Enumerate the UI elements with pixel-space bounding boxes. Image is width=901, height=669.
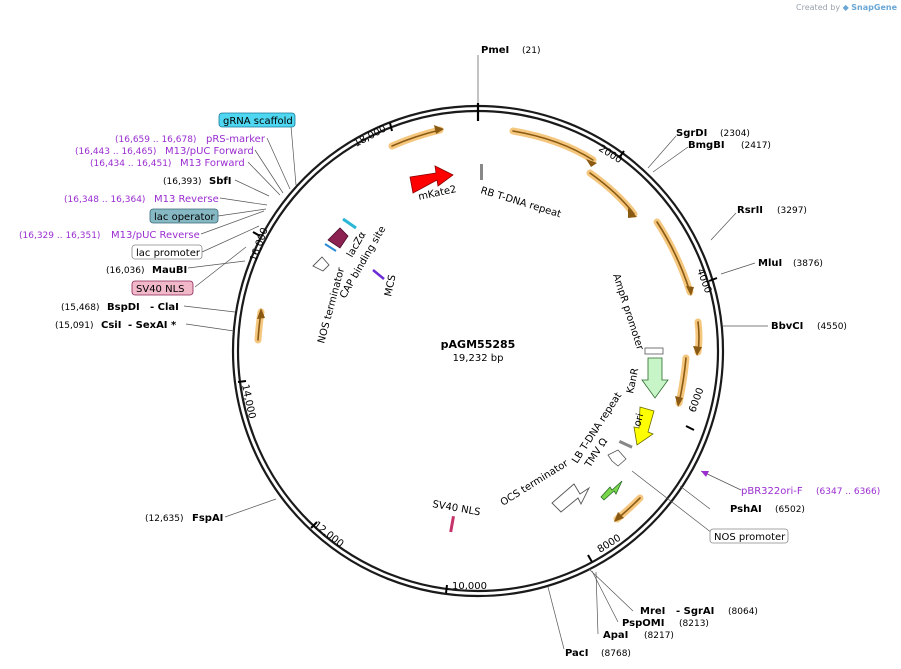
- tick-label: 16,000: [248, 226, 270, 263]
- lac-operator-box: [149, 208, 219, 224]
- primer-label: pRS-marker: [206, 134, 266, 145]
- site-label: PacI: [565, 648, 588, 659]
- primer-label: M13/pUC Reverse: [111, 230, 200, 241]
- site-coord: (3876): [793, 259, 823, 269]
- sv40-nls-box: [131, 280, 194, 296]
- primer-coord: (16,434 .. 16,451): [90, 159, 171, 169]
- lb-tdna-mark: [618, 440, 633, 449]
- credit-brand: SnapGene: [851, 3, 897, 12]
- small-green-arrow: [600, 480, 623, 501]
- site-label-extra: - SgrAI: [676, 606, 714, 617]
- nos-terminator-arrow: [312, 256, 330, 272]
- site-label: BbvCI: [771, 321, 803, 332]
- site-coord: (15,468): [61, 303, 100, 313]
- ampr-promoter-mark: [644, 347, 664, 355]
- site-label: MreI: [640, 606, 665, 617]
- site-coord: (8213): [679, 619, 709, 629]
- feature-leaders: [194, 125, 742, 534]
- tick-label: 18,000: [352, 124, 388, 150]
- tick-marks: [237, 122, 718, 594]
- primer-label: M13 Forward: [180, 158, 245, 169]
- lac-promoter-label: lac promoter: [136, 248, 201, 259]
- site-label: SbfI: [209, 176, 231, 187]
- site-label: MluI: [758, 258, 782, 269]
- site-label: PmeI: [481, 45, 509, 56]
- site-label: RsrII: [737, 205, 763, 216]
- nos-promoter-label: NOS promoter: [714, 532, 786, 543]
- site-label: CsiI: [101, 320, 121, 331]
- site-label: FspAI: [192, 513, 223, 524]
- ocs-terminator-arrow: [551, 483, 591, 513]
- site-coord: (8217): [644, 631, 674, 641]
- site-coord: (16,036): [106, 266, 145, 276]
- nos-terminator-label: NOS terminator: [316, 266, 347, 345]
- nos-promoter-box: [709, 528, 789, 544]
- pbr322ori-primer-arrow: [701, 471, 709, 477]
- primer-coord: (16,329 .. 16,351): [19, 231, 100, 241]
- ori-arrow: [633, 406, 655, 446]
- site-coord: (4550): [817, 322, 847, 332]
- primer-coord: (6347 .. 6366): [816, 487, 880, 497]
- primer-coord: (16,443 .. 16,465): [75, 147, 156, 157]
- site-label: BmgBI: [688, 140, 725, 151]
- site-label: SgrDI: [676, 128, 707, 139]
- site-label: PshAI: [730, 504, 762, 515]
- rb-tdna-label: RB T-DNA repeat: [479, 185, 562, 220]
- site-coord: (8768): [601, 649, 631, 659]
- kanr-label: KanR: [625, 367, 641, 395]
- site-label: PspOMI: [622, 618, 664, 629]
- grna-scaffold-box: [218, 112, 296, 128]
- created-by-credit: Created by ◆ SnapGene: [796, 3, 897, 12]
- rb-tdna-mark: [480, 164, 483, 180]
- primer-coord: (16,348 .. 16,364): [64, 195, 145, 205]
- plasmid-name: pAGM55285: [441, 338, 516, 351]
- site-coord: (3297): [777, 206, 807, 216]
- tick-label: 2000: [596, 143, 623, 166]
- lacz-arrow: [327, 227, 349, 249]
- grna-scaffold-label: gRNA scaffold: [223, 116, 293, 127]
- site-coord: (16,393): [163, 177, 202, 187]
- site-label: BspDI: [107, 302, 140, 313]
- grna-mark: [342, 217, 357, 230]
- site-leaders: [183, 55, 768, 650]
- primer-label: M13/pUC Forward: [165, 146, 254, 157]
- primer-label: pBR322ori-F: [741, 486, 803, 497]
- cap-site-mark: [324, 243, 337, 252]
- site-coord: (12,635): [145, 514, 184, 524]
- sv40-nls-inner-mark: [449, 516, 455, 533]
- snapgene-logo-icon: ◆: [842, 3, 849, 12]
- sv40-nls-inner-label: SV40 NLS: [431, 499, 481, 518]
- site-coord: (8064): [728, 607, 758, 617]
- site-coord: (6502): [775, 505, 805, 515]
- lac-promoter-box: [131, 244, 203, 260]
- site-label-extra: - ClaI: [150, 302, 179, 313]
- mcs-label: MCS: [383, 274, 398, 298]
- orf-arrowheads: [257, 125, 702, 522]
- primer-coord: (16,659 .. 16,678): [115, 135, 196, 145]
- ampr-promoter-label: AmpR promoter: [610, 273, 645, 353]
- site-coord: (21): [522, 46, 540, 56]
- tmv-mark: [607, 449, 627, 467]
- sv40-nls-label: SV40 NLS: [136, 284, 185, 295]
- site-label-extra: - SexAI *: [128, 320, 177, 331]
- credit-prefix: Created by: [796, 3, 841, 12]
- site-coord: (2304): [720, 129, 750, 139]
- plasmid-length: 19,232 bp: [453, 353, 504, 364]
- site-coord: (2417): [741, 141, 771, 151]
- site-label: ApaI: [603, 630, 628, 641]
- lac-operator-label: lac operator: [154, 212, 215, 223]
- tick-label: 10,000: [452, 581, 487, 592]
- site-coord: (15,091): [55, 321, 94, 331]
- mkate2-arrow: [409, 165, 454, 194]
- ori-label: ori: [632, 412, 646, 427]
- tick-label: 6000: [687, 386, 706, 414]
- primer-label: M13 Reverse: [154, 194, 219, 205]
- site-label: MauBI: [152, 265, 187, 276]
- mcs-mark: [372, 269, 385, 280]
- kanr-arrow: [641, 357, 669, 399]
